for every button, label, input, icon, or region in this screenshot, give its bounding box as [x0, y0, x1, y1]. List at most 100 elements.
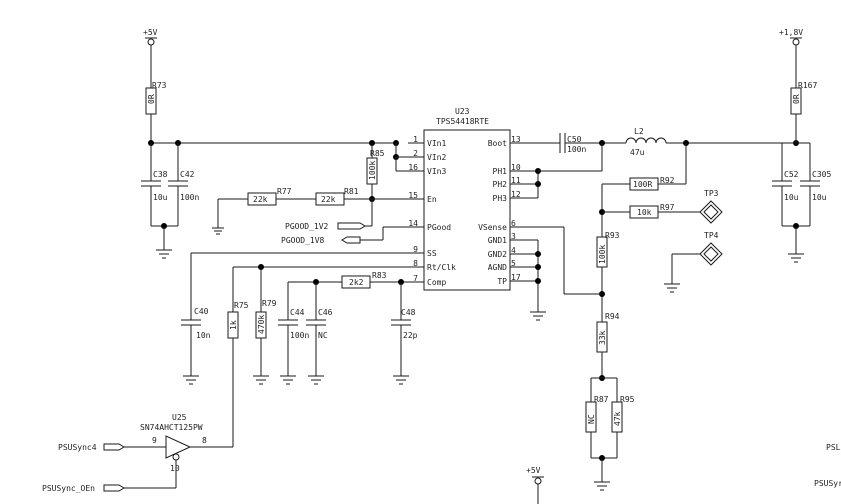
net-port-pgood-1v2: [337, 222, 366, 230]
u25-pin-en: 10: [170, 464, 180, 473]
c40-ref: C40: [194, 307, 209, 316]
ic-pin-number: 8: [413, 259, 418, 268]
ic-pin-number: 10: [511, 163, 521, 172]
r75-ref: R75: [234, 301, 249, 310]
ic-pin-number: 3: [511, 232, 516, 241]
resistor-r97: 10k R97: [629, 203, 675, 219]
net-label-psusync-oen: PSUSync_OEn: [42, 484, 95, 493]
ic-pin-name: PGood: [427, 223, 451, 232]
u25-ref: U25: [172, 413, 187, 422]
power-symbol-5v-bottom: +5V: [526, 466, 544, 504]
net-label-edge-2: PSUSyr: [814, 479, 841, 488]
buffer-u25: U25 SN74AHCT125PW 10 9 8: [140, 413, 207, 475]
c44-ref: C44: [290, 308, 305, 317]
tp4-label: TP4: [704, 231, 719, 240]
u25-pin-in: 9: [152, 436, 157, 445]
r93-value: 100k: [598, 245, 607, 264]
testpoint-tp4: TP4: [699, 231, 723, 266]
capacitor-c305: C305 10u: [800, 143, 831, 226]
ic-pin-number: 7: [413, 274, 418, 283]
r79-ref: R79: [262, 299, 277, 308]
resistor-r92: 100R R92: [629, 176, 675, 191]
ic-pin-number: 12: [511, 190, 521, 199]
r94-value: 33k: [598, 330, 607, 345]
r83-value: 2k2: [349, 278, 364, 287]
c52-ref: C52: [784, 170, 799, 179]
resistor-r95: R95 47k: [611, 378, 635, 458]
l2-value: 47u: [630, 148, 645, 157]
net-port-psusync4: [103, 443, 125, 451]
capacitor-c48: C48 22p: [391, 282, 418, 376]
resistor-r83: 2k2 R83: [341, 271, 387, 289]
r85-ref: R85: [370, 149, 385, 158]
r77-value: 22k: [253, 195, 268, 204]
c46-ref: C46: [318, 308, 333, 317]
ic-pin-right-agnd: 5 AGND: [488, 259, 526, 272]
c38-value: 10u: [153, 193, 168, 202]
c48-value: 22p: [403, 331, 418, 340]
c42-value: 100n: [180, 193, 199, 202]
r92-ref: R92: [660, 176, 675, 185]
r92-value: 100R: [633, 180, 652, 189]
net-port-pgood-1v8: [341, 236, 361, 244]
ic-pin-number: 5: [511, 259, 516, 268]
c44-value: 100n: [290, 331, 309, 340]
r97-ref: R97: [660, 203, 675, 212]
ic-pin-name: GND2: [488, 250, 507, 259]
l2-ref: L2: [634, 127, 644, 136]
capacitor-c44: C44 100n: [278, 282, 309, 376]
u25-part: SN74AHCT125PW: [140, 423, 203, 432]
u25-pin-out: 8: [202, 436, 207, 445]
ic-pin-name: PH1: [493, 167, 508, 176]
r83-ref: R83: [372, 271, 387, 280]
ic-u23-part: TPS54418RTE: [436, 117, 489, 126]
r79-value: 470k: [257, 315, 266, 334]
ic-pin-name: PH2: [493, 180, 508, 189]
r87-value: NC: [587, 414, 596, 424]
ic-pin-name: En: [427, 195, 437, 204]
ic-pin-name: PH3: [493, 194, 508, 203]
resistor-r81: 22k R81: [315, 187, 359, 206]
c42-ref: C42: [180, 170, 195, 179]
resistor-r77: 22k R77: [247, 187, 292, 206]
ic-pin-name: SS: [427, 249, 437, 258]
ic-pin-number: 2: [413, 149, 418, 158]
r85-value: 100k: [368, 161, 377, 180]
resistor-r79: R79 470k: [255, 267, 277, 376]
capacitor-c42: C42 100n: [168, 143, 199, 226]
r81-ref: R81: [344, 187, 359, 196]
rail-label-5v-bottom: +5V: [526, 466, 541, 475]
r167-ref: R167: [798, 81, 817, 90]
ic-u23-ref: U23: [455, 107, 470, 116]
net-label-pgood-1v2: PGOOD_1V2: [285, 222, 329, 231]
resistor-r73: R73 0R: [145, 81, 167, 115]
ic-pin-name: VIn1: [427, 139, 446, 148]
c305-ref: C305: [812, 170, 831, 179]
ic-pin-number: 9: [413, 245, 418, 254]
ic-pin-number: 17: [511, 273, 521, 282]
r81-value: 22k: [321, 195, 336, 204]
resistor-r167: R167 0R: [790, 81, 817, 115]
ic-pin-number: 15: [408, 191, 418, 200]
c52-value: 10u: [784, 193, 799, 202]
r87-ref: R87: [594, 395, 609, 404]
ic-pin-number: 14: [408, 219, 418, 228]
r73-ref: R73: [152, 81, 167, 90]
capacitor-c46: C46 NC: [306, 282, 333, 376]
c46-value: NC: [318, 331, 328, 340]
ic-pin-name: AGND: [488, 263, 507, 272]
r94-ref: R94: [605, 312, 620, 321]
net-label-edge-1: PSL: [826, 443, 841, 452]
